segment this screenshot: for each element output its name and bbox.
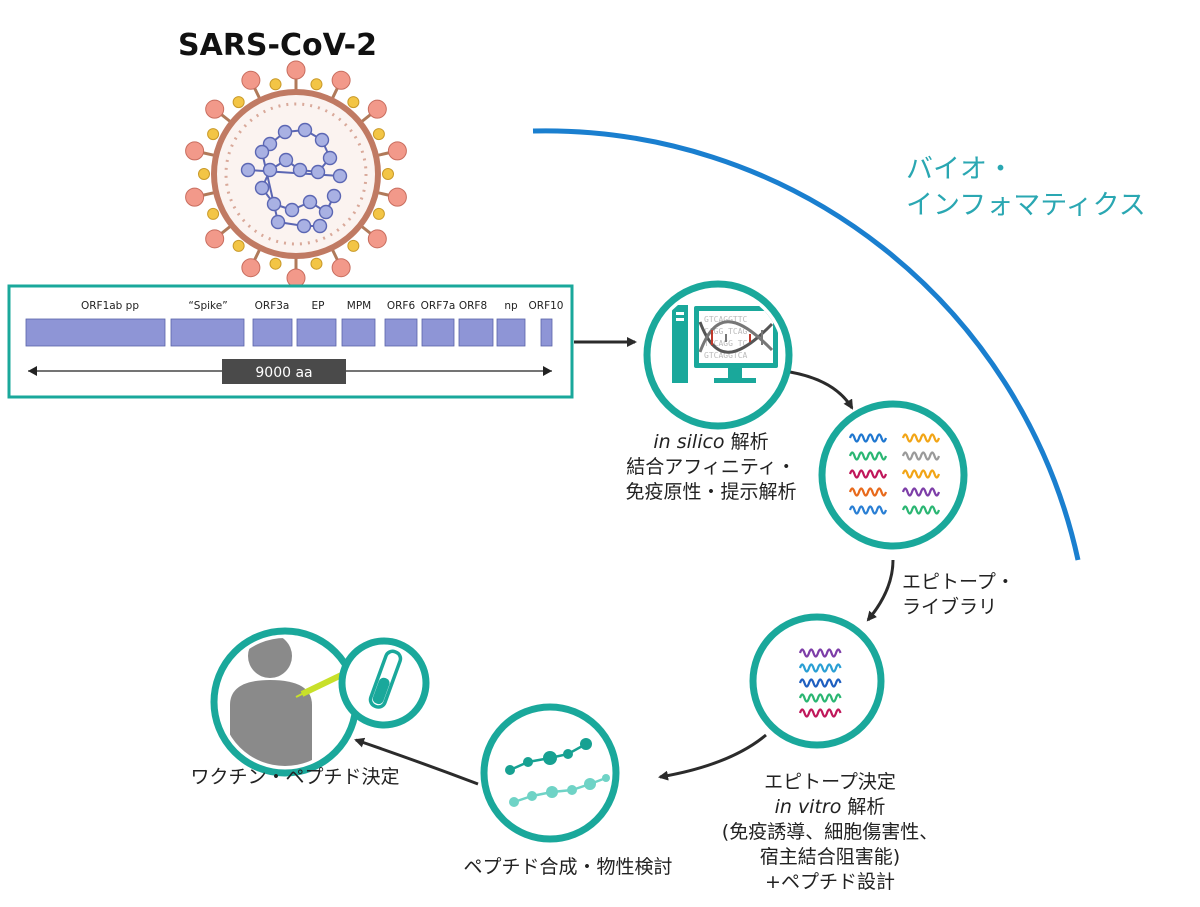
orf-label: ORF10 [529, 300, 564, 312]
arrow-insilico-to-library [789, 370, 854, 410]
in-silico-line2: 結合アフィニティ・ [626, 456, 796, 478]
test-tube-icon [338, 637, 430, 729]
orf-segment [170, 318, 245, 347]
epitope-library-icon [818, 400, 968, 550]
synthesis-caption: ペプチド合成・物性検討 [428, 855, 708, 880]
epitope-line3: (免疫誘導、細胞傷害性、 [721, 821, 939, 843]
vaccine-line1: ワクチン・ペプチド決定 [190, 766, 400, 788]
library-line2: ライブラリ [902, 596, 998, 618]
svg-text:TTCAGG TC: TTCAGG TC [704, 339, 748, 348]
epitope-suffix: 解析 [841, 796, 886, 818]
synthesis-line1: ペプチド合成・物性検討 [463, 856, 673, 878]
orf-label: ORF6 [387, 300, 416, 312]
in-silico-italic: in silico [653, 431, 725, 453]
orf-label: ORF3a [255, 300, 290, 312]
svg-text:CAGG TCAG: CAGG TCAG [704, 327, 748, 336]
in-silico-caption: in silico 解析 結合アフィニティ・ 免疫原性・提示解析 [596, 430, 826, 505]
in-silico-suffix: 解析 [724, 431, 769, 453]
bioinformatics-arc [532, 128, 1081, 561]
vaccine-person-icon [210, 627, 360, 777]
orf-segment [341, 318, 376, 347]
orf-segment [384, 318, 418, 347]
svg-text:GTCAGGTCA: GTCAGGTCA [704, 351, 748, 360]
virus-illustration [185, 60, 407, 288]
orf-segment [540, 318, 553, 347]
library-line1: エピトープ・ [902, 571, 1015, 593]
orf-label: ORF7a [421, 300, 456, 312]
epitope-line1: エピトープ決定 [764, 771, 896, 793]
arrow-synthesis-to-vaccine [354, 737, 479, 786]
orf-segment [296, 318, 337, 347]
peptide-synthesis-icon [480, 703, 620, 843]
orf-segment [421, 318, 455, 347]
flow-arrows [354, 337, 895, 786]
orf-segment [496, 318, 526, 347]
svg-text:GTCAGGTTC: GTCAGGTTC [704, 315, 748, 324]
virus-title: SARS-CoV-2 [178, 28, 377, 63]
orf-label: “Spike” [188, 300, 227, 312]
orf-segment [252, 318, 293, 347]
epitope-line5: +ペプチド設計 [765, 871, 895, 893]
library-caption: エピトープ・ ライブラリ [902, 570, 1015, 620]
orf-label: MPM [347, 300, 371, 312]
orf-label: ORF1ab pp [81, 300, 139, 312]
vaccine-caption: ワクチン・ペプチド決定 [160, 765, 430, 790]
in-silico-line3: 免疫原性・提示解析 [625, 481, 797, 503]
length-bar [222, 359, 346, 384]
epitope-line4: 宿主結合阻害能) [759, 846, 901, 868]
epitope-caption: エピトープ決定 in vitro 解析 (免疫誘導、細胞傷害性、 宿主結合阻害能… [690, 770, 970, 895]
epitope-italic: in vitro [774, 796, 842, 818]
arrow-library-to-epitope [866, 559, 895, 622]
orf-label: EP [312, 300, 325, 312]
epitope-decision-icon [749, 613, 885, 749]
orf-segment [25, 318, 166, 347]
orf-label: np [504, 300, 518, 312]
bioinformatics-line1: バイオ・ [906, 154, 1014, 185]
arrow-epitope-to-synthesis [658, 733, 767, 781]
in-silico-icon: GTCAGGTTC CAGG TCAG TTCAGG TC GTCAGGTCA [643, 280, 793, 430]
genome-length-label: 9000 aa [255, 365, 312, 381]
bioinformatics-line2: インフォマティクス [906, 190, 1146, 221]
orf-label: ORF8 [459, 300, 487, 312]
bioinformatics-label: バイオ・ インフォマティクス [906, 152, 1146, 224]
orf-segment [458, 318, 494, 347]
